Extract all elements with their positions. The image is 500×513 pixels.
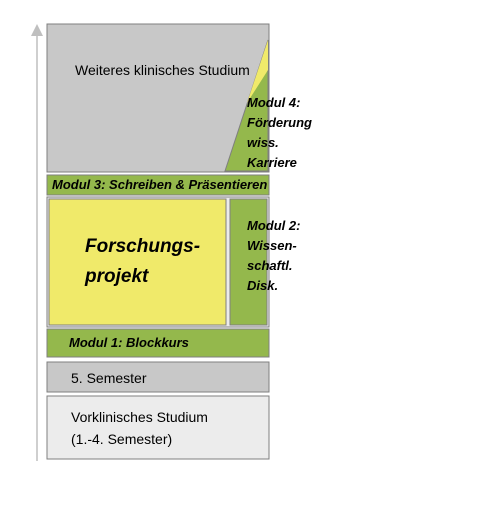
label-modul-2-line-3: schaftl. xyxy=(247,258,293,273)
label-forschungsprojekt-line-2: projekt xyxy=(85,266,149,287)
label-5-semester: 5. Semester xyxy=(71,370,147,386)
label-weiteres-klinisches-studium: Weiteres klinisches Studium xyxy=(75,62,250,78)
block-modul-4-yellow xyxy=(247,40,268,103)
label-vorklinisches-line-2: (1.-4. Semester) xyxy=(71,431,173,447)
label-modul-2-line-4: Disk. xyxy=(247,278,279,293)
label-modul-2-line-1: Modul 2: xyxy=(247,218,301,233)
block-weiteres-klinisches-studium xyxy=(46,23,270,173)
label-modul-4: Modul 4: Förderung wiss. Karriere xyxy=(247,93,312,173)
block-5-semester xyxy=(46,361,270,393)
label-modul-3: Modul 3: Schreiben & Präsentieren xyxy=(52,177,268,192)
block-modul-1-bar xyxy=(46,328,270,358)
label-modul-4-line-4: Karriere xyxy=(247,155,297,170)
label-vorklinisches-studium: Vorklinisches Studium (1.-4. Semester) xyxy=(71,406,208,450)
label-modul-1: Modul 1: Blockkurs xyxy=(69,335,189,350)
label-modul-4-line-3: wiss. xyxy=(247,135,279,150)
label-modul-4-line-2: Förderung xyxy=(247,115,312,130)
label-vorklinisches-line-1: Vorklinisches Studium xyxy=(71,409,208,425)
block-vorklinisches-studium xyxy=(46,395,270,460)
block-modul-2 xyxy=(229,198,268,326)
label-forschungsprojekt-line-1: Forschungs- xyxy=(85,236,201,257)
block-modul-3-bar xyxy=(46,174,270,196)
label-modul-4-line-1: Modul 4: xyxy=(247,95,301,110)
label-modul-2-line-2: Wissen- xyxy=(247,238,297,253)
time-arrow-head xyxy=(31,24,43,36)
label-modul-2: Modul 2: Wissen- schaftl. Disk. xyxy=(247,216,300,296)
label-forschungsprojekt: Forschungs- projekt xyxy=(85,232,200,292)
block-forschungsprojekt xyxy=(48,198,227,326)
